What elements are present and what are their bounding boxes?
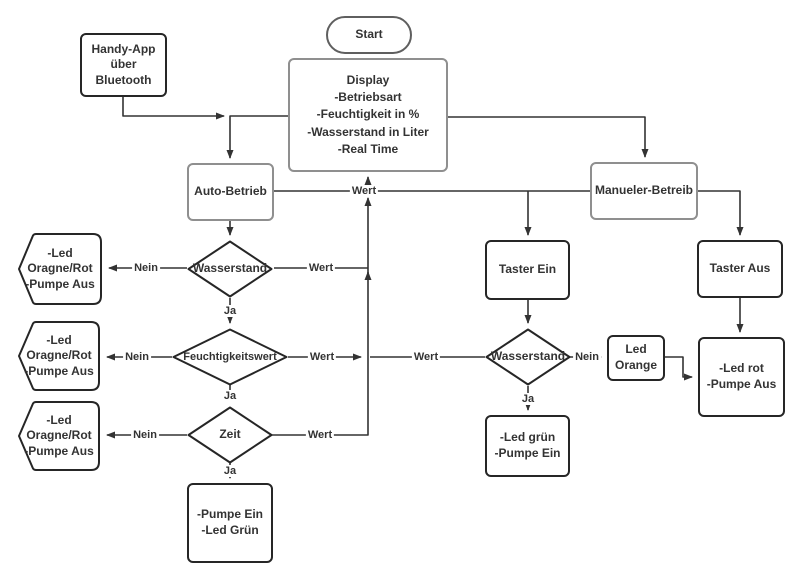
diamond-shape	[172, 328, 288, 386]
diamond-shape	[485, 328, 571, 386]
edge-label-zeit-ja: Ja	[221, 465, 239, 477]
node-hex-zeit: -Led Oragne/Rot -Pumpe Aus	[17, 400, 101, 472]
diamond-shape	[187, 406, 273, 464]
edge-label-feuchtigkeit-wert: Wert	[307, 351, 337, 363]
node-feuchtigkeitswert: Feuchtigkeitswert	[172, 328, 288, 386]
edge-label-wasserstand2-wert: Wert	[411, 351, 441, 363]
node-hex-feuchtigkeit: -Led Oragne/Rot -Pumpe Aus	[17, 320, 101, 392]
node-hex-wasserstand: -Led Oragne/Rot -Pumpe Aus	[17, 232, 103, 306]
node-handy-app: Handy-App über Bluetooth	[80, 33, 167, 97]
diamond-shape	[187, 240, 273, 298]
edge-label-wasserstand2-ja: Ja	[519, 393, 537, 405]
hexagon-shape	[18, 321, 100, 391]
edge-ledorange-to-ledrot	[665, 356, 693, 381]
node-start: Start	[326, 16, 412, 54]
edge-label-zeit-nein: Nein	[131, 429, 159, 441]
edge-display-to-autobetrieb	[226, 115, 288, 159]
node-display: Display -Betriebsart -Feuchtigkeit in % …	[288, 58, 448, 172]
edge-label-feuchtigkeit-nein: Nein	[123, 351, 151, 363]
edge-manueler-to-tasteraus	[698, 190, 744, 236]
node-manueler-betreib: Manueler-Betreib	[590, 162, 698, 220]
edge-label-wasserstand-nein: Nein	[132, 262, 160, 274]
hexagon-shape	[18, 233, 102, 305]
edge-label-wasserstand-ja: Ja	[221, 305, 239, 317]
edge-wert-collector	[272, 197, 372, 436]
edge-label-wasserstand2-nein: Nein	[573, 351, 601, 363]
edge-label-wasserstand-wert: Wert	[306, 262, 336, 274]
node-wasserstand-auto: Wasserstand	[187, 240, 273, 298]
node-led-rot: -Led rot -Pumpe Aus	[698, 337, 785, 417]
edge-display-to-manueler	[448, 116, 649, 158]
node-auto-betrieb: Auto-Betrieb	[187, 163, 274, 221]
hexagon-shape	[18, 401, 100, 471]
node-taster-ein: Taster Ein	[485, 240, 570, 300]
node-taster-aus: Taster Aus	[697, 240, 783, 298]
node-led-orange: Led Orange	[607, 335, 665, 381]
node-zeit: Zeit	[187, 406, 273, 464]
node-led-gruen: -Led grün -Pumpe Ein	[485, 415, 570, 477]
edge-label-zeit-wert: Wert	[305, 429, 335, 441]
node-pumpe-ein: -Pumpe Ein -Led Grün	[187, 483, 273, 563]
edge-label-wert-main: Wert	[349, 185, 379, 197]
edge-label-feuchtigkeit-ja: Ja	[221, 390, 239, 402]
node-wasserstand-manuell: Wasserstand	[485, 328, 571, 386]
edge-handyapp-to-junction	[122, 96, 225, 120]
